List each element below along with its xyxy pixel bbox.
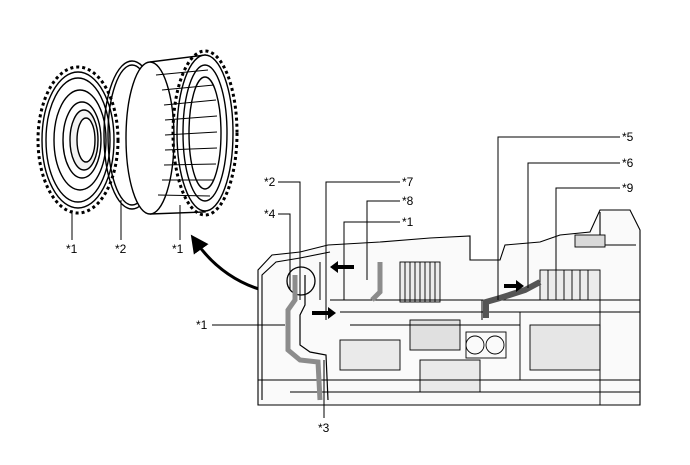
callout-front-plate: *1 [66, 242, 78, 256]
fluid-passage-right [481, 279, 542, 320]
callout-1-section-left: *1 [196, 318, 208, 332]
callout-5: *5 [622, 130, 634, 144]
callout-1-section-right: *1 [402, 215, 414, 229]
flow-arrow-left [330, 261, 354, 273]
flow-arrow-right [504, 280, 524, 292]
callout-7: *7 [402, 175, 414, 189]
clutch-plate-front [36, 65, 120, 215]
clutch-drum [125, 49, 239, 217]
callout-drum: *1 [172, 242, 184, 256]
callout-2-section: *2 [264, 175, 276, 189]
flow-arrows [312, 261, 524, 319]
callout-4: *4 [264, 207, 276, 221]
callout-snap-ring: *2 [115, 242, 127, 256]
fluid-passage-left [285, 262, 383, 401]
callout-9: *9 [622, 181, 634, 195]
callout-3: *3 [318, 421, 330, 435]
detail-zoom-circle [286, 266, 316, 296]
leader-lines [71, 136, 620, 418]
transmission-housing [257, 209, 641, 406]
callout-6: *6 [622, 156, 634, 170]
flow-arrow-mid [312, 307, 336, 319]
callout-8: *8 [402, 194, 414, 208]
